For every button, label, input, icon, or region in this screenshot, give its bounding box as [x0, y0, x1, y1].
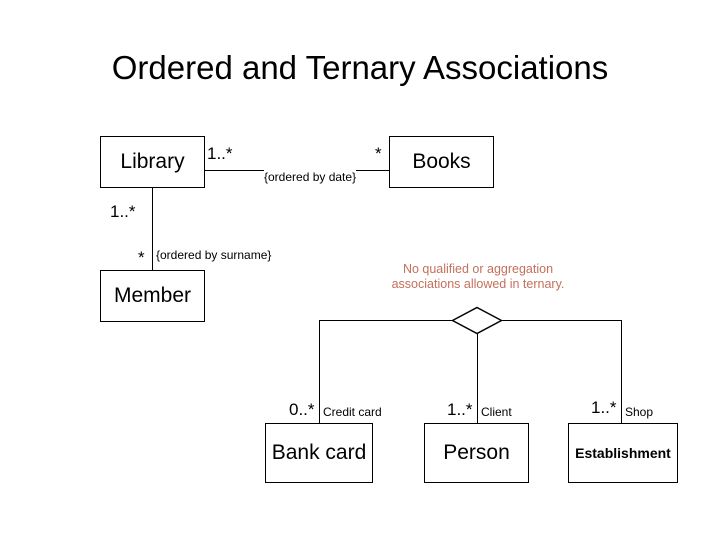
ternary-branch-line-shop — [621, 320, 622, 424]
ternary-branch-line-client — [477, 334, 478, 424]
class-name-books: Books — [412, 150, 471, 173]
ternary-spine-left — [319, 320, 453, 321]
multiplicity-books-to-library: * — [375, 144, 382, 163]
class-name-library: Library — [120, 150, 185, 173]
multiplicity-shop: 1..* — [591, 398, 617, 417]
class-name-bank-card: Bank card — [271, 441, 367, 464]
ternary-association-diamond[interactable] — [451, 306, 503, 335]
class-box-library[interactable]: Library — [100, 136, 205, 188]
constraint-ordered-by-date: {ordered by date} — [264, 170, 357, 184]
multiplicity-credit-card: 0..* — [289, 400, 315, 419]
class-box-member[interactable]: Member — [100, 270, 205, 322]
role-client: Client — [481, 405, 512, 419]
ternary-note-line-1: No qualified or aggregation — [402, 262, 554, 276]
ternary-note: No qualified or aggregation associations… — [368, 262, 588, 292]
class-name-establishment: Establishment — [575, 445, 671, 461]
multiplicity-client: 1..* — [447, 400, 473, 419]
class-box-bank-card[interactable]: Bank card — [265, 423, 373, 483]
ternary-note-line-2: associations allowed in ternary. — [391, 277, 565, 291]
page-title: Ordered and Ternary Associations — [111, 49, 609, 86]
ternary-spine-right — [502, 320, 622, 321]
class-name-member: Member — [113, 284, 192, 307]
multiplicity-library-to-member: * — [138, 248, 145, 267]
class-name-person: Person — [443, 441, 510, 464]
class-box-person[interactable]: Person — [424, 423, 529, 483]
class-box-establishment[interactable]: Establishment — [568, 423, 678, 483]
multiplicity-member-to-library: 1..* — [110, 202, 136, 221]
constraint-ordered-by-surname: {ordered by surname} — [156, 248, 272, 262]
role-credit-card: Credit card — [323, 405, 382, 419]
association-line-library-member — [152, 187, 153, 271]
class-box-books[interactable]: Books — [389, 136, 494, 188]
role-shop: Shop — [625, 405, 654, 419]
ternary-branch-line-credit-card — [319, 320, 320, 424]
multiplicity-library-to-books: 1..* — [207, 144, 233, 163]
